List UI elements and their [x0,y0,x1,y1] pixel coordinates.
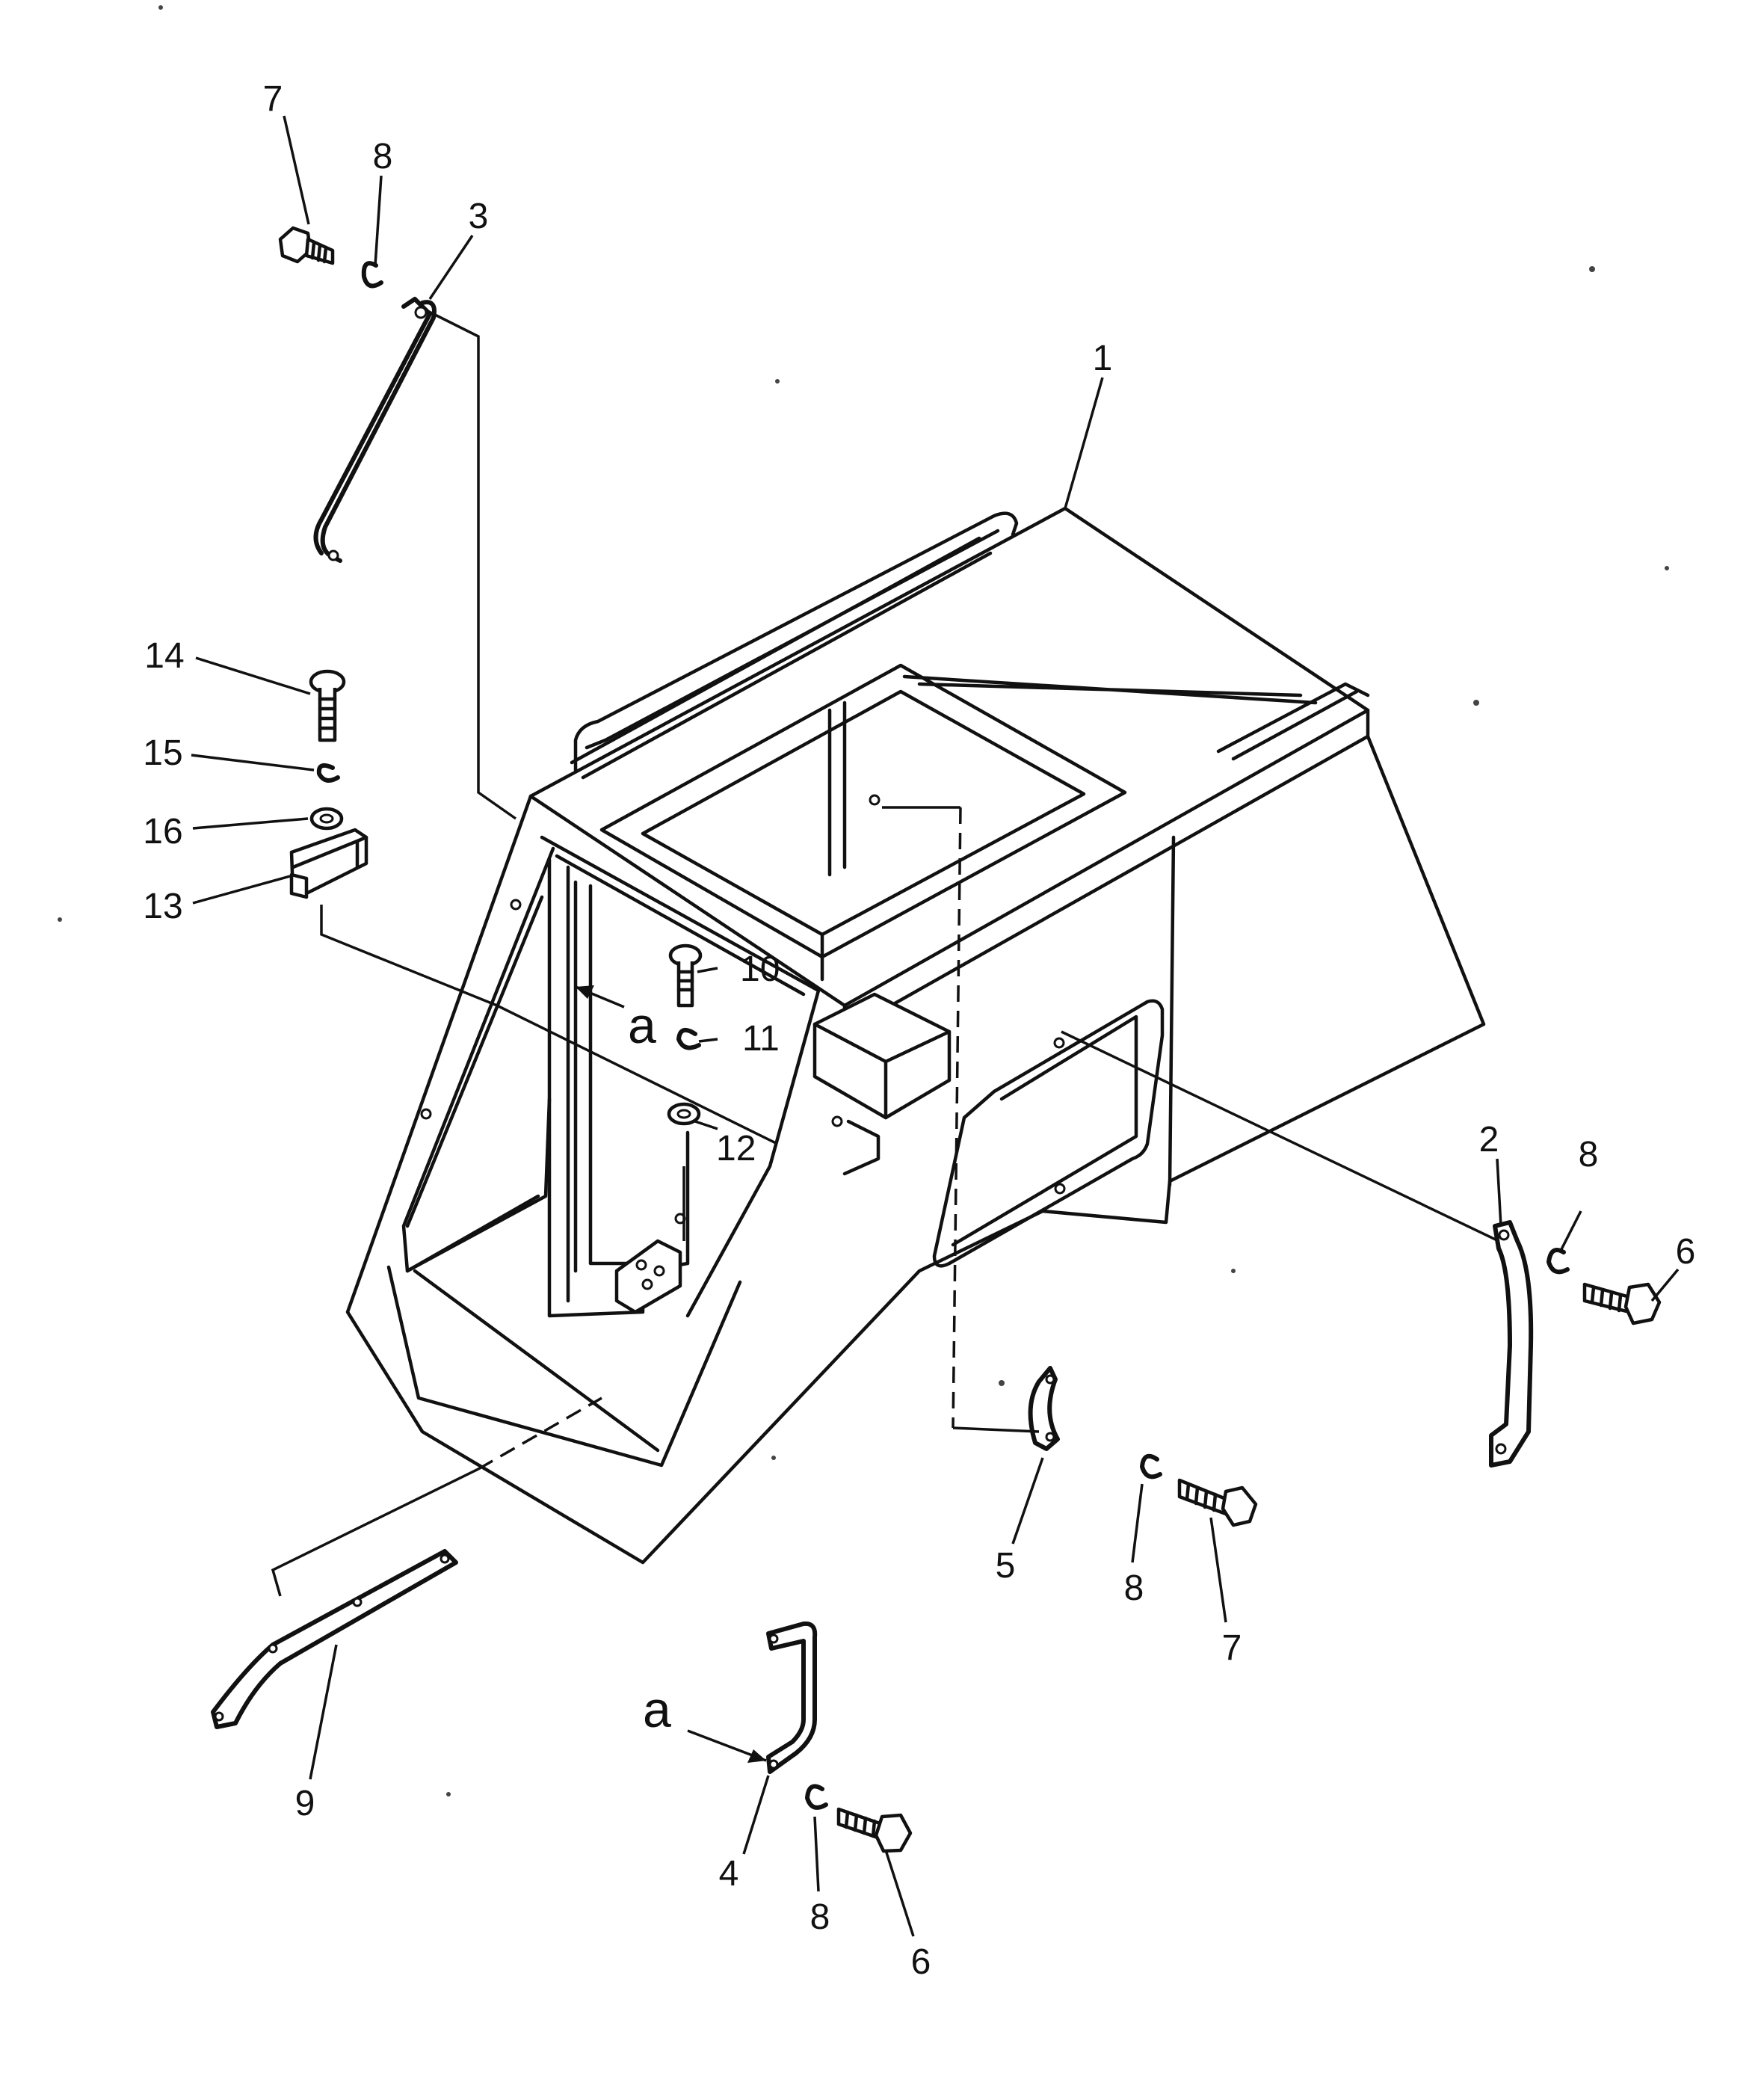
part-14-screw [309,669,346,742]
roof-skylight-inner [641,689,1086,937]
bolt-7-top [278,226,335,265]
callout-2: 2 [1479,1120,1499,1160]
lock-washer-8-right [1140,1453,1162,1479]
bolt-6-bottom [836,1807,913,1853]
callout-5: 5 [996,1546,1016,1586]
lock-washer-8-top [361,261,383,289]
view-letter-a-upper: a [628,997,656,1054]
scan-specks [58,5,1669,1796]
door-hinge-block [614,1239,682,1314]
callout-9: 9 [295,1784,315,1823]
callout-11: 11 [742,1019,780,1059]
callout-16: 16 [143,812,182,852]
side-console-box [812,992,952,1120]
cab-frame [345,506,1486,1565]
callout-leaders [191,115,1680,1937]
part-3-handrail [313,297,437,563]
view-letter-a-lower: a [643,1681,671,1738]
part-9-handrail [211,1549,458,1729]
callout-8-right: 8 [1124,1568,1144,1608]
roof-skylight-well [820,700,847,982]
part-10-screw [668,943,703,1008]
connection-lines [271,309,1499,1597]
side-window [932,999,1165,1268]
callout-7-right: 7 [1222,1628,1242,1668]
roof-rail-right [902,674,1370,761]
callout-7-top: 7 [263,79,283,119]
roof-skylight-outer [599,663,1127,959]
callout-8-bottom: 8 [810,1897,830,1937]
front-pillar [540,835,821,1318]
door-inner-frame [573,880,630,1273]
part-11-lock-washer [676,1027,701,1050]
callout-6-bottom: 6 [911,1942,931,1982]
callout-15: 15 [143,733,182,773]
lock-washer-8-far [1546,1248,1570,1275]
callout-10: 10 [740,949,780,989]
callout-labels: 1 2 3 4 5 6 6 7 7 8 8 8 8 9 10 11 12 13 … [143,79,1695,1982]
lock-washer-8-bottom [805,1784,828,1810]
callout-8-top: 8 [373,137,393,176]
front-left-window-inner [405,895,544,1273]
side-window-inner [951,1014,1138,1247]
callout-3: 3 [469,197,489,236]
side-console-lower [842,1119,881,1176]
bolt-6-far [1582,1282,1662,1325]
bolt-7-right [1177,1478,1258,1527]
callout-14: 14 [144,636,184,676]
callout-4: 4 [719,1854,739,1894]
rear-handrail [573,511,1019,772]
callout-1: 1 [1093,339,1113,378]
part-5-bracket [1028,1366,1060,1451]
part-4-bracket [766,1621,818,1774]
part-13-bracket [289,828,368,899]
callout-13: 13 [143,887,182,926]
side-console-box-edge [812,1022,952,1120]
callout-8-far: 8 [1579,1135,1599,1174]
front-lower-opening [386,1265,742,1468]
part-2-handrail [1489,1220,1534,1468]
view-marker-a-upper: a [575,985,656,1054]
rear-corner-edge [1168,835,1176,1187]
callout-6-far: 6 [1676,1232,1696,1272]
part-15-lock-washer [316,763,340,783]
callout-12: 12 [716,1129,756,1168]
view-marker-a-lower: a [643,1681,767,1763]
